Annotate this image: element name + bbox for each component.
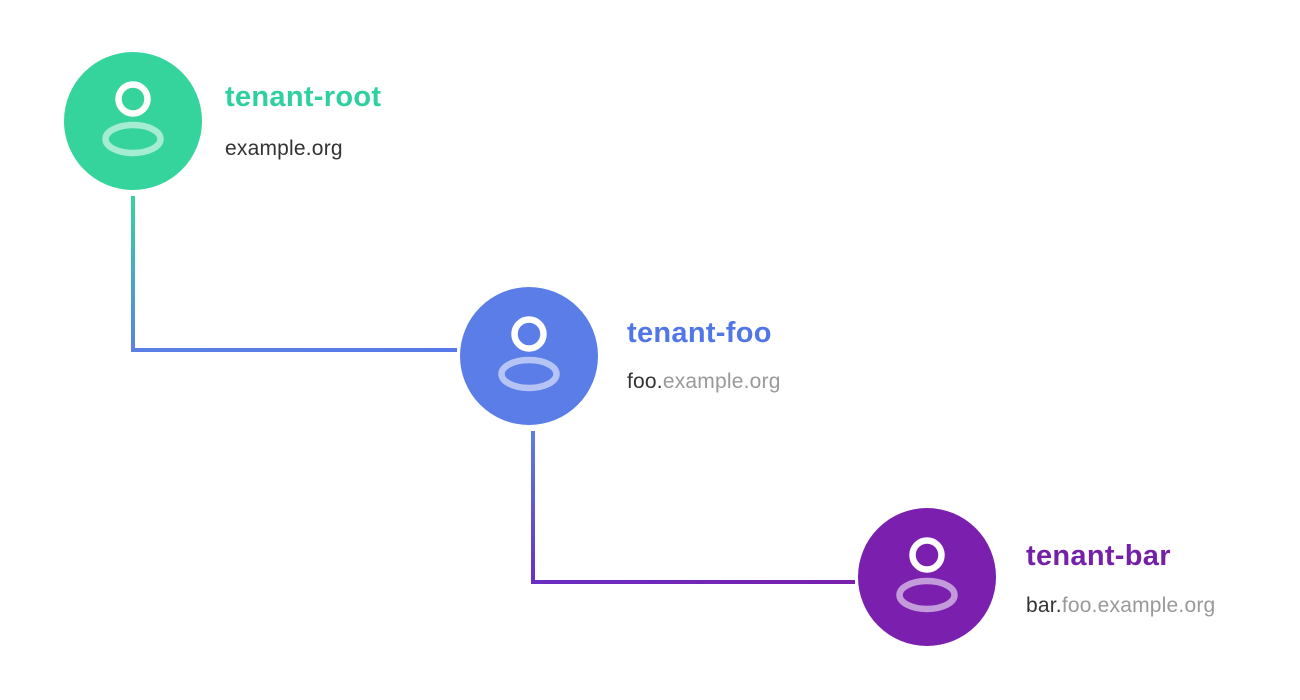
connector-foo-bar-vertical bbox=[531, 431, 535, 584]
domain-suffix: foo.example.org bbox=[1061, 594, 1216, 617]
tenant-root-name-label: tenant-root bbox=[225, 81, 382, 113]
domain-prefix: bar. bbox=[1026, 594, 1062, 617]
tenant-root-domain-label: example.org bbox=[225, 137, 343, 160]
tenant-foo-name-label: tenant-foo bbox=[627, 317, 772, 349]
user-icon bbox=[102, 81, 164, 157]
connector-root-foo-horizontal bbox=[131, 348, 457, 352]
tenant-foo-avatar bbox=[460, 287, 598, 425]
connector-foo-bar-horizontal bbox=[531, 580, 855, 584]
tenant-bar-avatar bbox=[858, 508, 996, 646]
tenant-root-avatar bbox=[64, 52, 202, 190]
tenant-bar-domain-label: bar.foo.example.org bbox=[1026, 594, 1215, 617]
connector-root-foo-vertical bbox=[131, 196, 135, 352]
user-icon bbox=[498, 316, 560, 392]
domain-prefix: foo. bbox=[627, 370, 663, 393]
domain-prefix: example.org bbox=[225, 137, 343, 160]
tenant-bar-name-label: tenant-bar bbox=[1026, 540, 1171, 572]
user-icon bbox=[896, 537, 958, 613]
domain-suffix: example.org bbox=[662, 370, 781, 393]
tenant-foo-domain-label: foo.example.org bbox=[627, 370, 781, 393]
